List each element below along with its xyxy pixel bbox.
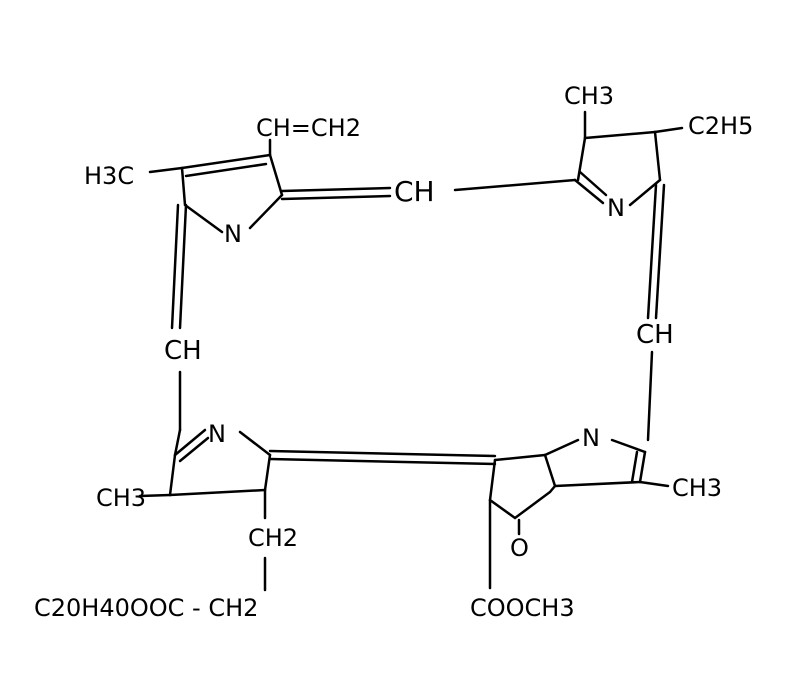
methyl-ester-label: COOCH3 — [470, 596, 575, 620]
methyl-label-bottom-right: CH3 — [672, 476, 722, 500]
methyl-label-top-left: H3C — [84, 164, 134, 188]
nitrogen-label-top-left: N — [224, 222, 242, 246]
phytyl-ester-label: C20H40OOC - CH2 — [34, 596, 258, 620]
nitrogen-label-bottom-left: N — [208, 422, 226, 446]
methine-label-right: CH — [636, 322, 674, 348]
nitrogen-label-bottom-right: N — [582, 426, 600, 450]
oxo-label: O — [510, 536, 529, 560]
methyl-label-bottom-left: CH3 — [96, 486, 146, 510]
methine-label-top: CH — [394, 178, 435, 206]
vinyl-group-label: CH=CH2 — [256, 116, 361, 140]
ethyl-group-label: C2H5 — [688, 114, 753, 138]
methine-label-left: CH — [164, 338, 202, 364]
methylene-label: CH2 — [248, 526, 298, 550]
nitrogen-label-top-right: N — [607, 196, 625, 220]
methyl-label-top-right: CH3 — [564, 84, 614, 108]
